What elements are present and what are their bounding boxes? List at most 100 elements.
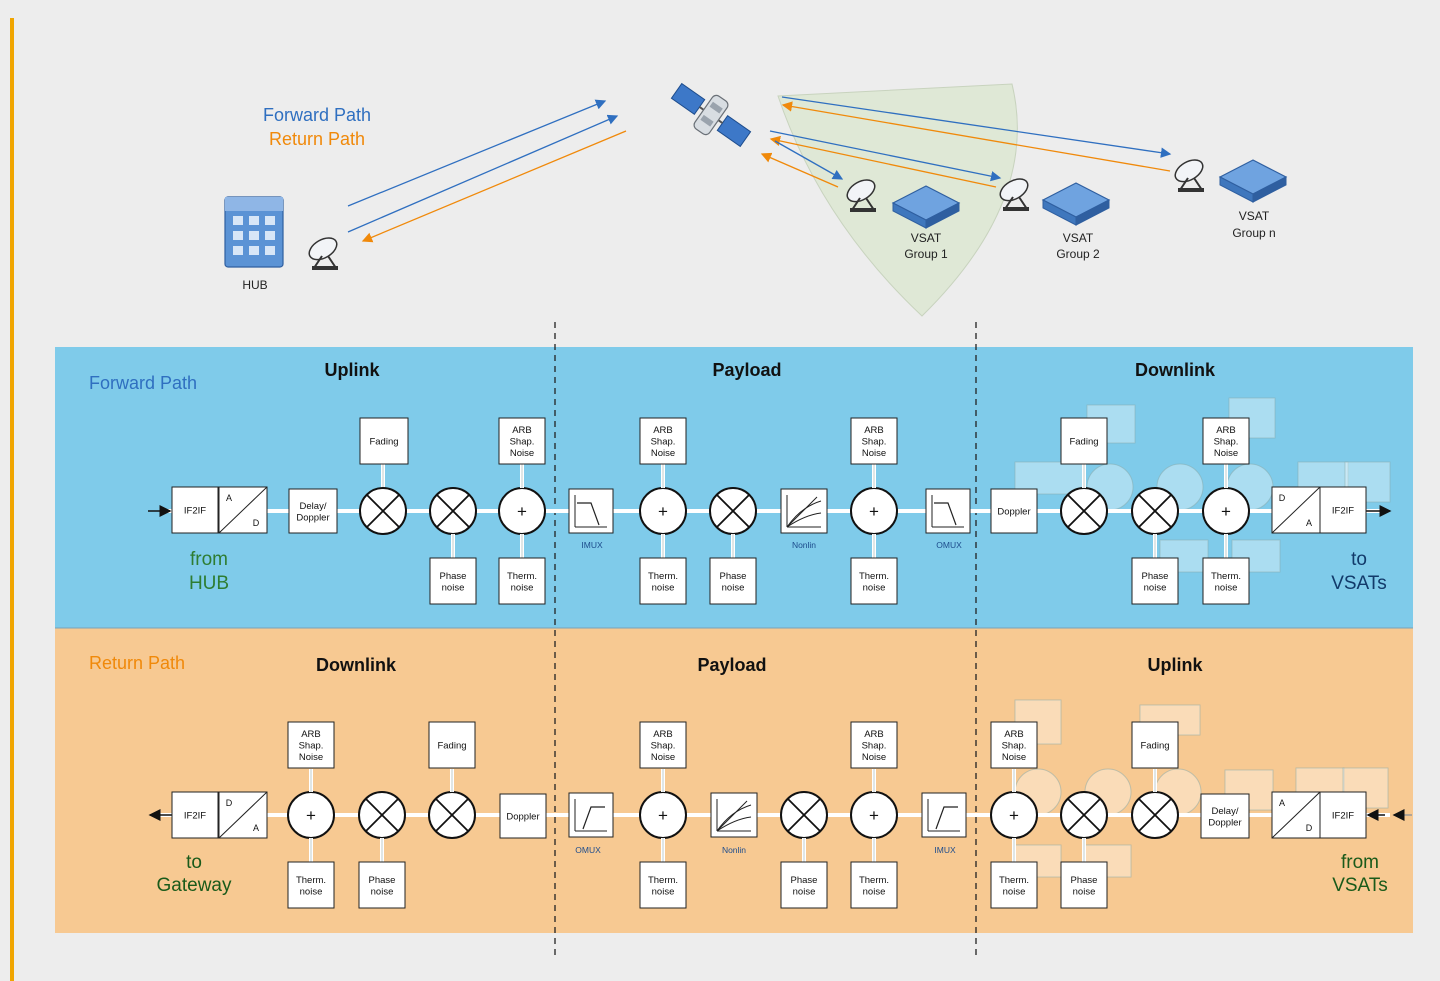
- vsat-group-n-line1: VSAT: [1239, 209, 1270, 223]
- converter-d: D: [1306, 823, 1313, 833]
- arb-shap-noise-block: [498, 417, 546, 465]
- arb-shap-noise-block-label: Shap.: [510, 437, 535, 448]
- vsat-group-2-line1: VSAT: [1063, 231, 1094, 245]
- modem-icon: [1218, 159, 1288, 203]
- adder-plus: +: [306, 806, 316, 825]
- vsat-group-1-line2: Group 1: [904, 247, 948, 261]
- fading-block: [428, 721, 476, 769]
- arb-shap-noise-block-label: ARB: [653, 425, 673, 436]
- accent-bar: [10, 18, 14, 981]
- arb-shap-noise-block-label: Noise: [862, 752, 886, 763]
- fading-block-label: Fading: [1140, 741, 1169, 752]
- filter-curve: [577, 502, 600, 526]
- adder-plus: +: [1009, 806, 1019, 825]
- phase-noise-block: [429, 557, 477, 605]
- imux-filter: [568, 488, 614, 534]
- phase-noise-block-label: noise: [1073, 886, 1096, 897]
- doppler-block: [499, 793, 547, 839]
- thermal-noise-block-label: Therm.: [296, 875, 326, 886]
- nonlin-curve: [716, 800, 748, 832]
- modem-icon: [1041, 182, 1111, 226]
- from-hub-line2: HUB: [189, 573, 229, 594]
- legend-return-path: Return Path: [269, 129, 365, 149]
- phase-noise-block-label: noise: [722, 582, 745, 593]
- arb-shap-noise-block-label: Noise: [299, 752, 323, 763]
- delay-doppler-block: [1200, 793, 1250, 839]
- arb-shap-noise-block-label: Shap.: [1214, 437, 1239, 448]
- phase-noise-block-label: noise: [793, 886, 816, 897]
- hub-uplink-arrow: [347, 99, 607, 207]
- adder-plus: +: [517, 502, 527, 521]
- return-downlink-title: Downlink: [316, 655, 397, 675]
- thermal-noise-block: [850, 557, 898, 605]
- vsat-forward-arrow: [781, 96, 1172, 158]
- arb-shap-noise-block-label: ARB: [864, 729, 884, 740]
- hub-return-arrow: [361, 130, 627, 243]
- fading-block: [359, 417, 409, 465]
- mixer-cross: [366, 494, 400, 528]
- thermal-noise-block-label: noise: [863, 886, 886, 897]
- mixer-cross: [787, 798, 821, 832]
- satellite-dish-icon: [846, 179, 876, 212]
- nonlin-curve: [716, 816, 752, 832]
- thermal-noise-block-label: Therm.: [507, 571, 537, 582]
- adder-plus: +: [658, 806, 668, 825]
- omux-label: OMUX: [575, 845, 601, 855]
- satellite-dish-icon: [1174, 159, 1204, 192]
- thermal-noise-block: [639, 861, 687, 909]
- to-gateway-line2: Gateway: [157, 875, 232, 896]
- arb-shap-noise-block-label: ARB: [1004, 729, 1024, 740]
- top-illustration: HUB: [224, 82, 1288, 317]
- thermal-noise-block: [639, 557, 687, 605]
- nonlin-curve: [786, 512, 822, 528]
- thermal-noise-block-label: Therm.: [1211, 571, 1241, 582]
- phase-noise-block: [780, 861, 828, 909]
- fading-block: [1060, 417, 1108, 465]
- arb-shap-noise-block: [990, 721, 1038, 769]
- thermal-noise-block-label: noise: [863, 582, 886, 593]
- thermal-noise-block: [498, 557, 546, 605]
- mixer-cross: [1138, 494, 1172, 528]
- phase-noise-block-label: noise: [442, 582, 465, 593]
- phase-noise-block-label: Phase: [369, 875, 396, 886]
- if2if-block-label: IF2IF: [1332, 506, 1354, 517]
- mixer-cross: [436, 494, 470, 528]
- converter-diagonal: [1271, 486, 1321, 534]
- phase-noise-block-label: noise: [1144, 582, 1167, 593]
- omux-filter: [925, 488, 971, 534]
- if2if-block-label: IF2IF: [1332, 811, 1354, 822]
- arb-shap-noise-block-label: Noise: [510, 448, 534, 459]
- converter-d: D: [226, 798, 233, 808]
- arb-shap-noise-block: [639, 417, 687, 465]
- filter-curve: [934, 502, 957, 526]
- converter-a: A: [253, 823, 259, 833]
- arb-shap-noise-block: [850, 721, 898, 769]
- imux-filter: [921, 792, 967, 838]
- arb-shap-noise-block-label: ARB: [653, 729, 673, 740]
- converter-d: D: [1279, 493, 1286, 503]
- vsat-group-1-line1: VSAT: [911, 231, 942, 245]
- fading-block-label: Fading: [437, 741, 466, 752]
- delay-doppler-block: [288, 488, 338, 534]
- from-hub-line1: from: [190, 549, 228, 570]
- arb-shap-noise-block-label: Shap.: [862, 437, 887, 448]
- building-icon: [224, 196, 284, 268]
- forward-payload-title: Payload: [712, 360, 781, 380]
- if2if-block: [171, 486, 219, 534]
- arb-shap-noise-block-label: ARB: [864, 425, 884, 436]
- from-vsats-line1: from: [1341, 852, 1379, 873]
- filter-curve: [935, 806, 958, 830]
- delay-doppler-block-label: Delay/: [1212, 806, 1239, 817]
- imux-label: IMUX: [934, 845, 956, 855]
- converter-d: D: [253, 518, 260, 528]
- thermal-noise-block: [990, 861, 1038, 909]
- mixer-cross: [365, 798, 399, 832]
- thermal-noise-block-label: Therm.: [859, 875, 889, 886]
- fading-block: [1131, 721, 1179, 769]
- phase-noise-block-label: Phase: [440, 571, 467, 582]
- arb-shap-noise-block-label: Noise: [862, 448, 886, 459]
- mixer-cross: [1067, 494, 1101, 528]
- arb-shap-noise-block-label: Shap.: [651, 437, 676, 448]
- arb-shap-noise-block-label: Noise: [651, 752, 675, 763]
